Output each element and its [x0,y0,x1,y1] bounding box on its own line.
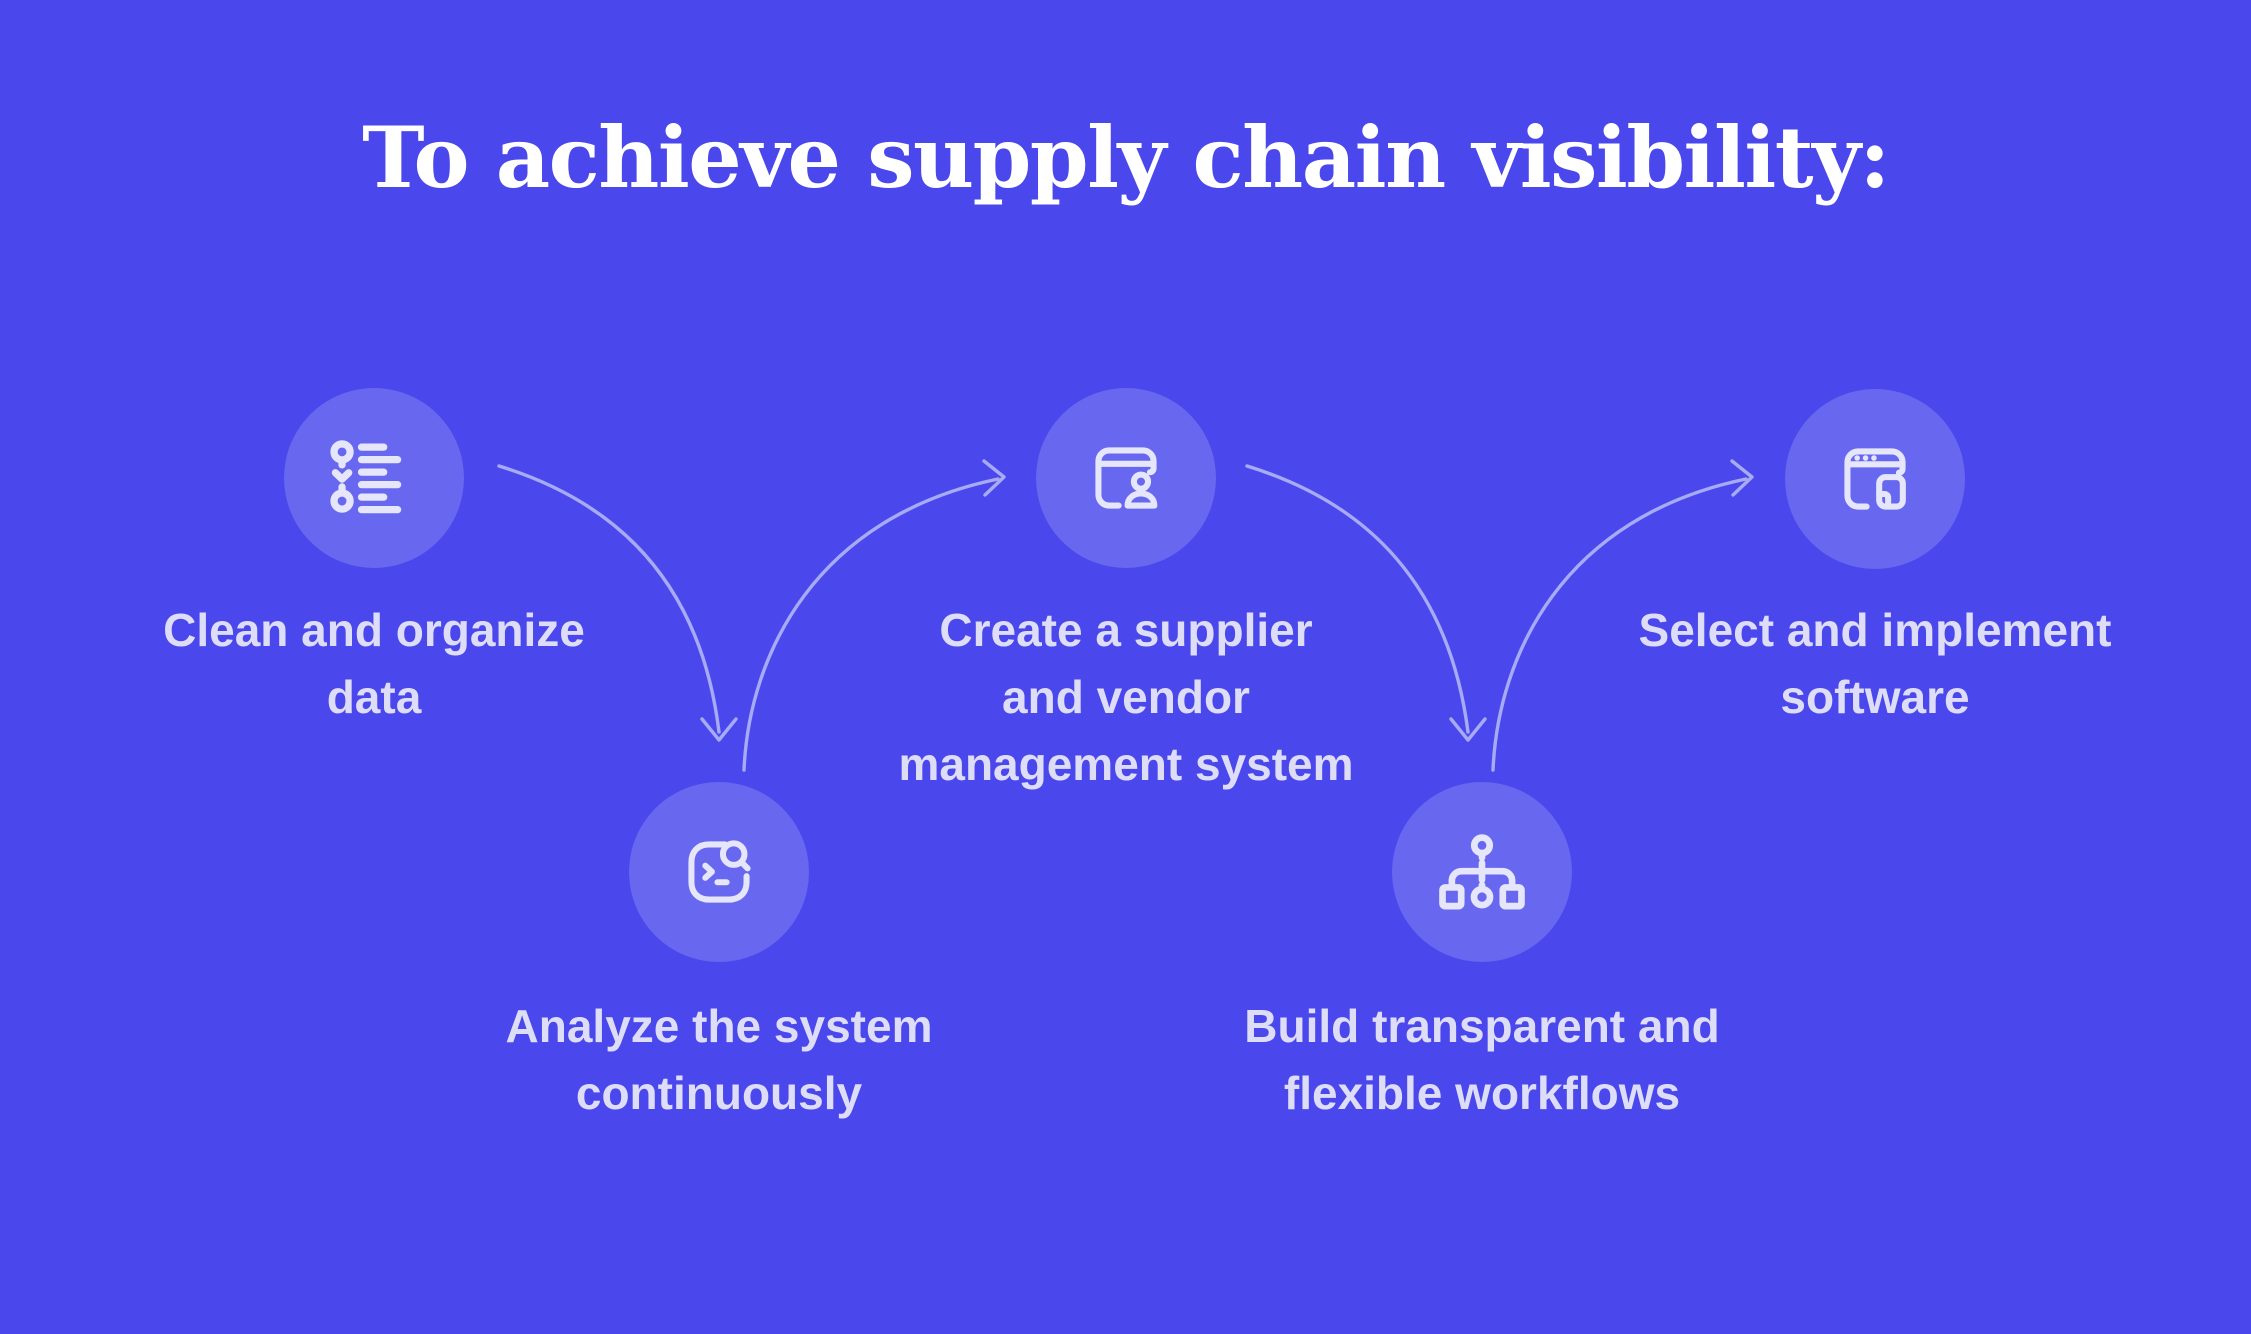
step5-label: Select and implement software [1639,597,2112,731]
step5-label-line1: Select and implement [1638,604,2112,656]
step4-label: Build transparent and flexible workflows [1244,993,1719,1127]
vendor-card-icon [1095,447,1158,509]
step1-label: Clean and organize data [163,597,585,731]
step1-label-line1: Clean and organize [163,604,585,656]
step2-label-line2: continuously [575,1067,863,1119]
workflow-icon [1439,834,1525,910]
page-title: To achieve supply chain visibility: [362,108,1890,207]
checklist-icon [330,440,402,514]
step3-label-line1: Create a supplier [939,604,1313,656]
step3-label: Create a supplier and vendor management … [898,597,1353,798]
step2-label: Analyze the system continuously [506,993,933,1127]
step3-badge [1036,388,1216,568]
step4-label-line1: Build transparent and [1244,1000,1720,1052]
step5-label-line2: software [1780,671,1970,723]
terminal-search-icon [688,840,751,903]
step1-badge [284,388,464,568]
step3-label-line2: and vendor [1002,671,1250,723]
step2-badge [629,782,809,962]
step1-label-line2: data [326,671,422,723]
step3-label-line3: management system [898,738,1354,790]
step4-label-line2: flexible workflows [1283,1067,1681,1119]
step2-label-line1: Analyze the system [505,1000,933,1052]
step4-badge [1392,782,1572,962]
browser-software-icon [1844,448,1906,510]
step5-badge [1785,389,1965,569]
